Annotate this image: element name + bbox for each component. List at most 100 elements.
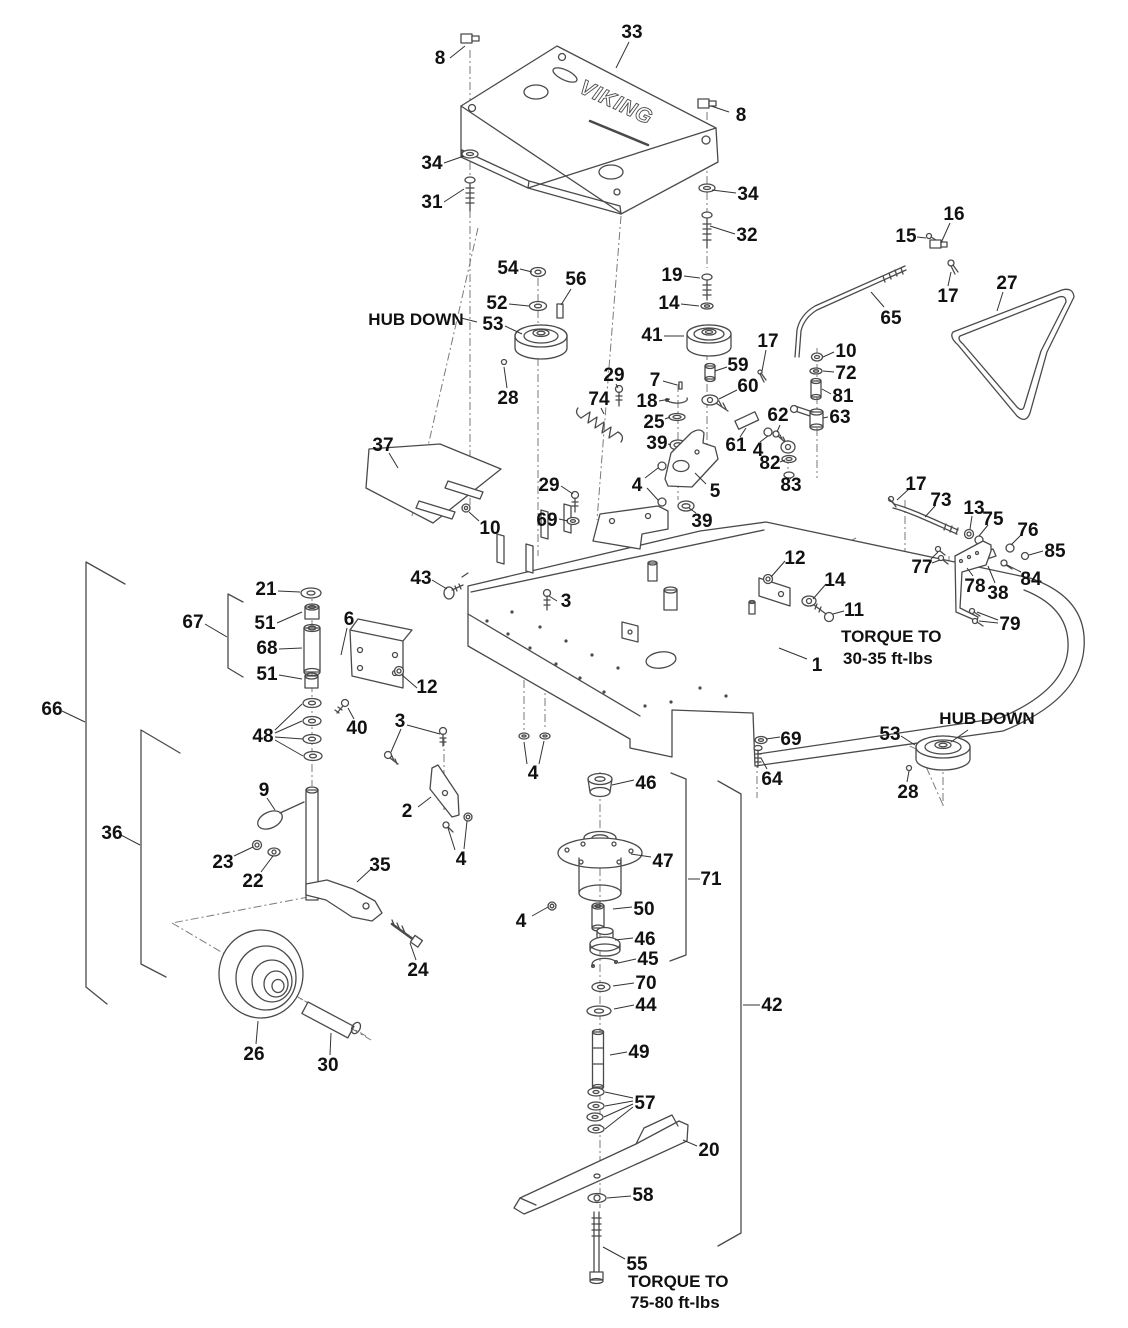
part-label-1: 1: [812, 655, 823, 676]
part-label-28: 28: [497, 388, 518, 409]
leader-line: [390, 728, 402, 753]
leader-line: [770, 560, 786, 578]
leader-line: [658, 398, 671, 402]
leader-line: [519, 268, 533, 273]
part-label-3: 3: [395, 711, 406, 732]
leader-line: [604, 1106, 634, 1130]
part-label-25: 25: [643, 412, 665, 433]
annotation-75-80-ft-lbs: 75-80 ft-lbs: [630, 1293, 720, 1312]
part-label-33: 33: [621, 22, 642, 43]
leader-line: [776, 424, 781, 433]
part-label-14: 14: [658, 293, 680, 314]
part-4-flange-nuts-deck: [518, 732, 551, 740]
leader-line: [664, 416, 671, 420]
leader-line: [615, 383, 619, 389]
part-4-nut-link: [763, 427, 773, 437]
part-label-15: 15: [895, 226, 917, 247]
part-label-79: 79: [999, 614, 1020, 635]
part-label-53: 53: [482, 314, 503, 335]
part-34-washer-right: [698, 183, 716, 193]
part-40-screw: [334, 698, 350, 714]
leader-line: [870, 291, 885, 308]
part-84-screw: [1000, 559, 1013, 570]
part-30-axle-tube: [301, 1001, 362, 1039]
part-7-pin: [678, 381, 683, 390]
leader-line: [976, 611, 999, 621]
part-label-42: 42: [761, 995, 782, 1016]
leader-line: [612, 982, 635, 987]
leader-line: [987, 565, 996, 584]
label-leader-lines: [61, 41, 1044, 1260]
leader-line: [711, 189, 737, 194]
part-37-discharge-chute: [365, 443, 502, 524]
part-label-3: 3: [561, 591, 572, 612]
part-14-washer-top: [700, 302, 714, 310]
part-label-40: 40: [346, 718, 367, 739]
leader-line: [612, 906, 633, 910]
part-76-nut: [1005, 543, 1015, 553]
leader-line: [276, 611, 303, 624]
leader-line: [255, 1020, 259, 1045]
leader-line: [896, 487, 911, 501]
part-63-pivot-link: [789, 404, 824, 431]
part-label-4: 4: [516, 911, 527, 932]
part-34-washer-left: [461, 149, 479, 159]
leader-line: [443, 188, 465, 203]
part-78-bracket: [954, 540, 992, 622]
leader-line: [274, 739, 304, 757]
part-46-bearing-top: [587, 772, 613, 798]
leader-line: [822, 370, 835, 373]
part-35-caster-yoke: [305, 879, 383, 922]
leader-line: [789, 477, 792, 480]
part-label-20: 20: [698, 1140, 719, 1161]
part-label-34: 34: [737, 184, 759, 205]
part-62-trunnion: [780, 440, 796, 454]
part-48-spacers: [302, 697, 323, 762]
leader-line: [996, 291, 1004, 312]
part-label-5: 5: [710, 481, 721, 502]
leader-line: [614, 937, 634, 941]
part-3-bolt-deck: [542, 588, 552, 611]
leader-line: [924, 505, 936, 518]
part-79-screws: [968, 607, 984, 627]
part-label-45: 45: [637, 949, 659, 970]
part-12-nut-left: [393, 665, 405, 677]
part-label-13: 13: [963, 498, 984, 519]
leader-line: [680, 303, 700, 307]
part-label-56: 56: [565, 269, 586, 290]
part-83-nut: [783, 471, 795, 479]
part-label-37: 37: [372, 435, 393, 456]
part-label-69: 69: [536, 510, 557, 531]
leader-line: [604, 1100, 634, 1107]
part-label-54: 54: [497, 258, 519, 279]
part-64-bolt: [753, 744, 763, 768]
part-label-32: 32: [736, 225, 757, 246]
part-label-84: 84: [1020, 569, 1042, 590]
part-77-screws: [934, 545, 949, 565]
leader-line: [388, 452, 399, 469]
part-label-47: 47: [652, 851, 673, 872]
leader-line: [940, 222, 951, 244]
part-20-blade: [513, 1114, 689, 1215]
leader-line: [356, 868, 372, 883]
part-68-spacer-tube: [303, 623, 321, 677]
part-54-nut: [529, 266, 547, 278]
deck-rivet-holes: [485, 610, 728, 708]
leader-line: [1028, 550, 1044, 556]
part-label-18: 18: [636, 391, 657, 412]
part-label-49: 49: [628, 1042, 649, 1063]
leader-line: [329, 1032, 332, 1056]
part-4-nut-spindle: [547, 901, 557, 911]
part-4-hardware-baffle: [442, 812, 473, 833]
part-label-19: 19: [661, 265, 682, 286]
part-label-41: 41: [641, 325, 663, 346]
leader-line: [630, 853, 652, 858]
part-label-64: 64: [761, 769, 783, 790]
part-55-blade-bolt: [589, 1211, 604, 1285]
part-82-washer: [781, 454, 797, 464]
part-17-cotter-top: [947, 259, 959, 275]
leader-line: [779, 459, 786, 463]
group-bracket-36: [140, 729, 181, 978]
leader-line: [822, 416, 829, 419]
